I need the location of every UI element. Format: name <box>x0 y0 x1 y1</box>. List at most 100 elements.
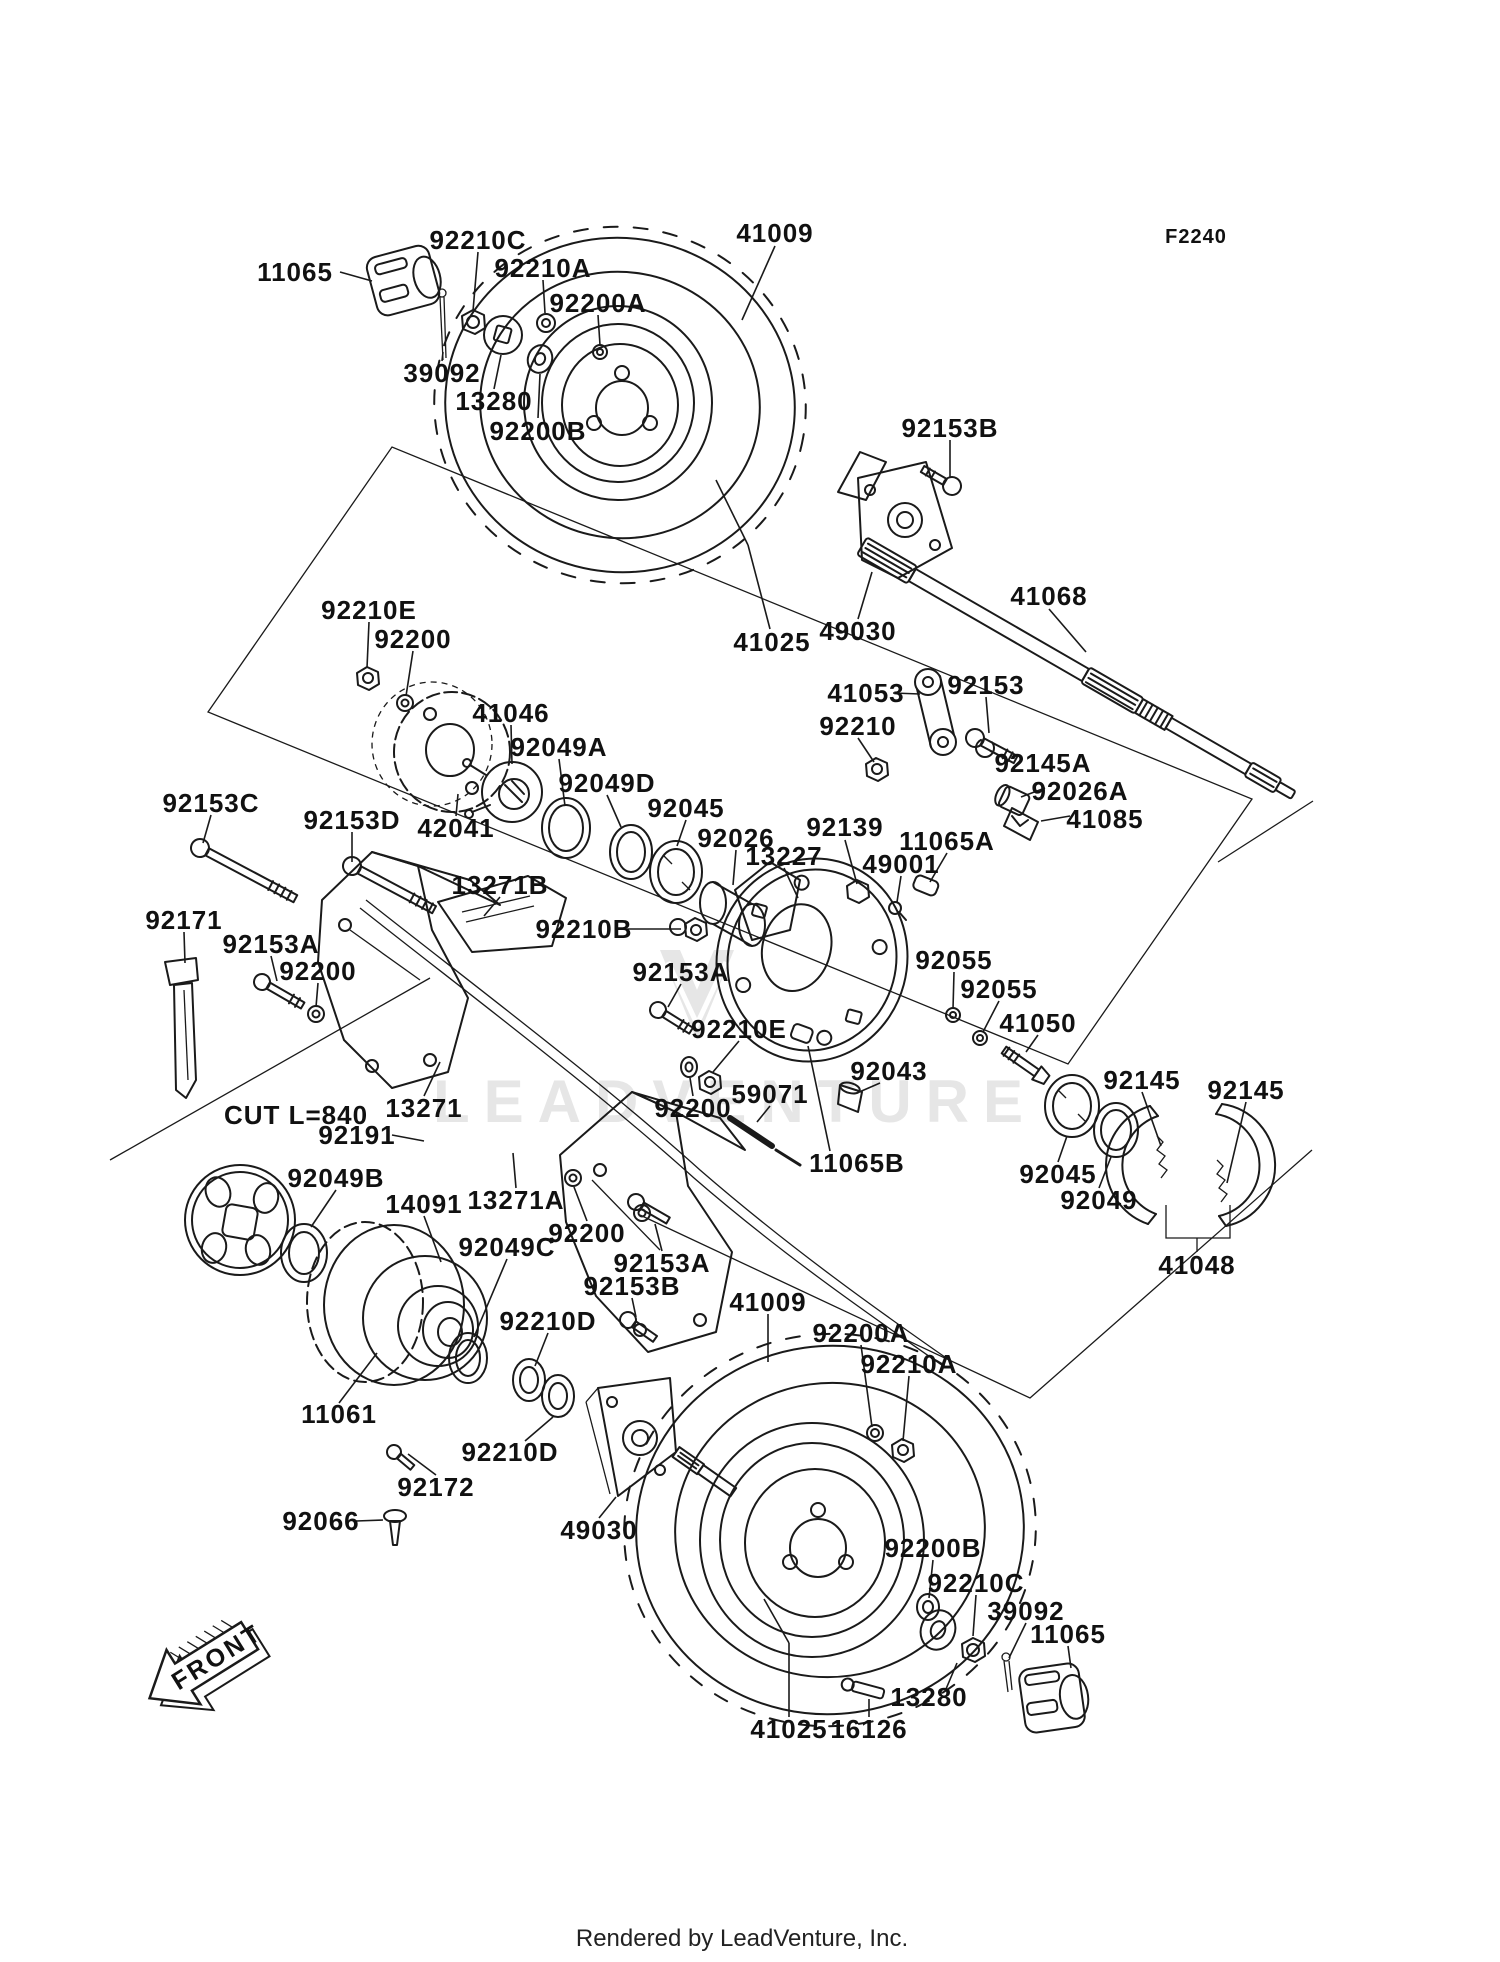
washer-92200-left <box>307 1005 325 1023</box>
part-label-16126-77[interactable]: 16126 <box>830 1714 907 1744</box>
part-label-92210D-64[interactable]: 92210D <box>461 1437 558 1467</box>
part-label-41025-11[interactable]: 41025 <box>733 627 810 657</box>
leader-line <box>1048 608 1087 653</box>
part-label-92153A-59[interactable]: 92153A <box>613 1248 710 1278</box>
part-label-41068-12[interactable]: 41068 <box>1010 581 1087 611</box>
part-label-41048-51[interactable]: 41048 <box>1158 1250 1235 1280</box>
part-label-13271-52[interactable]: 13271 <box>385 1093 462 1123</box>
part-label-11065-74[interactable]: 11065 <box>1030 1619 1106 1649</box>
part-label-92049D-25[interactable]: 92049D <box>558 768 655 798</box>
leader-line <box>338 1352 378 1404</box>
part-label-92049B-55[interactable]: 92049B <box>287 1163 384 1193</box>
part-label-92200B-6[interactable]: 92200B <box>489 416 586 446</box>
part-label-41053-13[interactable]: 41053 <box>827 678 904 708</box>
bolt-92153a-left <box>253 973 306 1010</box>
part-label-41009-61[interactable]: 41009 <box>729 1287 806 1317</box>
part-label-92172-66[interactable]: 92172 <box>397 1472 474 1502</box>
drum-cover-14091 <box>323 1224 488 1386</box>
part-label-59071-41[interactable]: 59071 <box>731 1079 808 1109</box>
part-label-92153D-32[interactable]: 92153D <box>303 805 400 835</box>
part-label-F2240-8[interactable]: F2240 <box>1165 226 1227 248</box>
part-label-92200-40[interactable]: 92200 <box>654 1093 731 1123</box>
part-label-92210C-72[interactable]: 92210C <box>927 1568 1024 1598</box>
washer-92200b-top <box>526 344 554 374</box>
part-label-92026A-17[interactable]: 92026A <box>1031 776 1128 806</box>
part-label-41025-76[interactable]: 41025 <box>750 1714 827 1744</box>
nut-92210e-top <box>356 666 380 691</box>
part-label-92210-15[interactable]: 92210 <box>819 711 896 741</box>
part-label-92210B-37[interactable]: 92210B <box>535 914 632 944</box>
part-label-92200-58[interactable]: 92200 <box>548 1218 625 1248</box>
part-label-39092-73[interactable]: 39092 <box>987 1596 1064 1626</box>
part-label-92153A-38[interactable]: 92153A <box>632 957 729 987</box>
part-label-39092-4[interactable]: 39092 <box>403 358 480 388</box>
part-label-92055-45[interactable]: 92055 <box>960 974 1037 1004</box>
part-label-92171-33[interactable]: 92171 <box>145 905 222 935</box>
part-label-11061-65[interactable]: 11061 <box>301 1399 377 1429</box>
front-arrow: FRONT <box>147 1619 271 1712</box>
part-label-92045-49[interactable]: 92045 <box>1019 1159 1096 1189</box>
part-labels-layer: 1106592210C92210A92200A390921328092200B4… <box>145 218 1284 1744</box>
part-label-92191-54[interactable]: 92191 <box>318 1120 395 1150</box>
part-label-92200B-71[interactable]: 92200B <box>884 1533 981 1563</box>
part-label-92210D-63[interactable]: 92210D <box>499 1306 596 1336</box>
part-label-92145A-16[interactable]: 92145A <box>994 748 1091 778</box>
part-label-92153B-9[interactable]: 92153B <box>901 413 998 443</box>
castle-nut-92210c-top <box>461 309 486 335</box>
part-label-13280-5[interactable]: 13280 <box>455 386 532 416</box>
part-label-11065A-21[interactable]: 11065A <box>899 826 995 856</box>
part-label-14091-56[interactable]: 14091 <box>385 1189 462 1219</box>
part-label-CUT-L-840-53[interactable]: CUT L=840 <box>224 1100 368 1130</box>
part-label-13271B-36[interactable]: 13271B <box>451 870 548 900</box>
part-label-42041-28[interactable]: 42041 <box>417 813 494 843</box>
part-label-92049-50[interactable]: 92049 <box>1060 1185 1137 1215</box>
part-label-92145-48[interactable]: 92145 <box>1207 1075 1284 1105</box>
part-label-49030-10[interactable]: 49030 <box>819 616 896 646</box>
leader-line <box>391 1134 425 1142</box>
part-label-92049A-26[interactable]: 92049A <box>510 732 607 762</box>
part-label-92200-30[interactable]: 92200 <box>374 624 451 654</box>
front-arrow-label: FRONT <box>167 1619 268 1696</box>
part-label-92043-42[interactable]: 92043 <box>850 1056 927 1086</box>
part-label-41050-46[interactable]: 41050 <box>999 1008 1076 1038</box>
part-label-92210C-1[interactable]: 92210C <box>429 225 526 255</box>
part-label-92210A-2[interactable]: 92210A <box>494 253 591 283</box>
leader-line <box>537 373 541 419</box>
part-label-41009-7[interactable]: 41009 <box>736 218 813 248</box>
part-label-11065-0[interactable]: 11065 <box>257 257 333 287</box>
part-label-13227-20[interactable]: 13227 <box>745 841 822 871</box>
part-label-49001-22[interactable]: 49001 <box>862 849 939 879</box>
link-41053 <box>914 668 957 756</box>
part-label-92153C-31[interactable]: 92153C <box>162 788 259 818</box>
part-label-92145-47[interactable]: 92145 <box>1103 1065 1180 1095</box>
ring-92210d-2 <box>541 1374 575 1418</box>
part-label-92139-19[interactable]: 92139 <box>806 812 883 842</box>
part-label-92026-23[interactable]: 92026 <box>697 823 774 853</box>
part-label-92210E-39[interactable]: 92210E <box>691 1014 787 1044</box>
part-label-92153B-60[interactable]: 92153B <box>583 1271 680 1301</box>
part-label-11065B-43[interactable]: 11065B <box>809 1148 905 1178</box>
part-label-92045-24[interactable]: 92045 <box>647 793 724 823</box>
axle-shaft-41068 <box>857 537 1296 800</box>
part-label-49030-68[interactable]: 49030 <box>560 1515 637 1545</box>
part-label-13271A-57[interactable]: 13271A <box>467 1185 564 1215</box>
nut-92210a-bot <box>891 1438 915 1463</box>
leader-line <box>747 544 771 630</box>
part-label-92055-44[interactable]: 92055 <box>915 945 992 975</box>
leader-line <box>756 1105 771 1123</box>
part-label-92210A-70[interactable]: 92210A <box>860 1349 957 1379</box>
part-label-92200A-3[interactable]: 92200A <box>549 288 646 318</box>
part-label-92200-35[interactable]: 92200 <box>279 956 356 986</box>
part-label-13280-75[interactable]: 13280 <box>890 1682 967 1712</box>
part-label-92153A-34[interactable]: 92153A <box>222 929 319 959</box>
part-label-92200A-69[interactable]: 92200A <box>812 1318 909 1348</box>
part-label-92153-14[interactable]: 92153 <box>947 670 1024 700</box>
leader-line <box>606 794 622 828</box>
part-label-92066-67[interactable]: 92066 <box>282 1506 359 1536</box>
part-label-41085-18[interactable]: 41085 <box>1066 804 1143 834</box>
leader-line <box>339 271 373 282</box>
part-label-41046-27[interactable]: 41046 <box>472 698 549 728</box>
part-label-92049C-62[interactable]: 92049C <box>458 1232 555 1262</box>
leader-line <box>783 867 799 899</box>
part-label-92210E-29[interactable]: 92210E <box>321 595 417 625</box>
